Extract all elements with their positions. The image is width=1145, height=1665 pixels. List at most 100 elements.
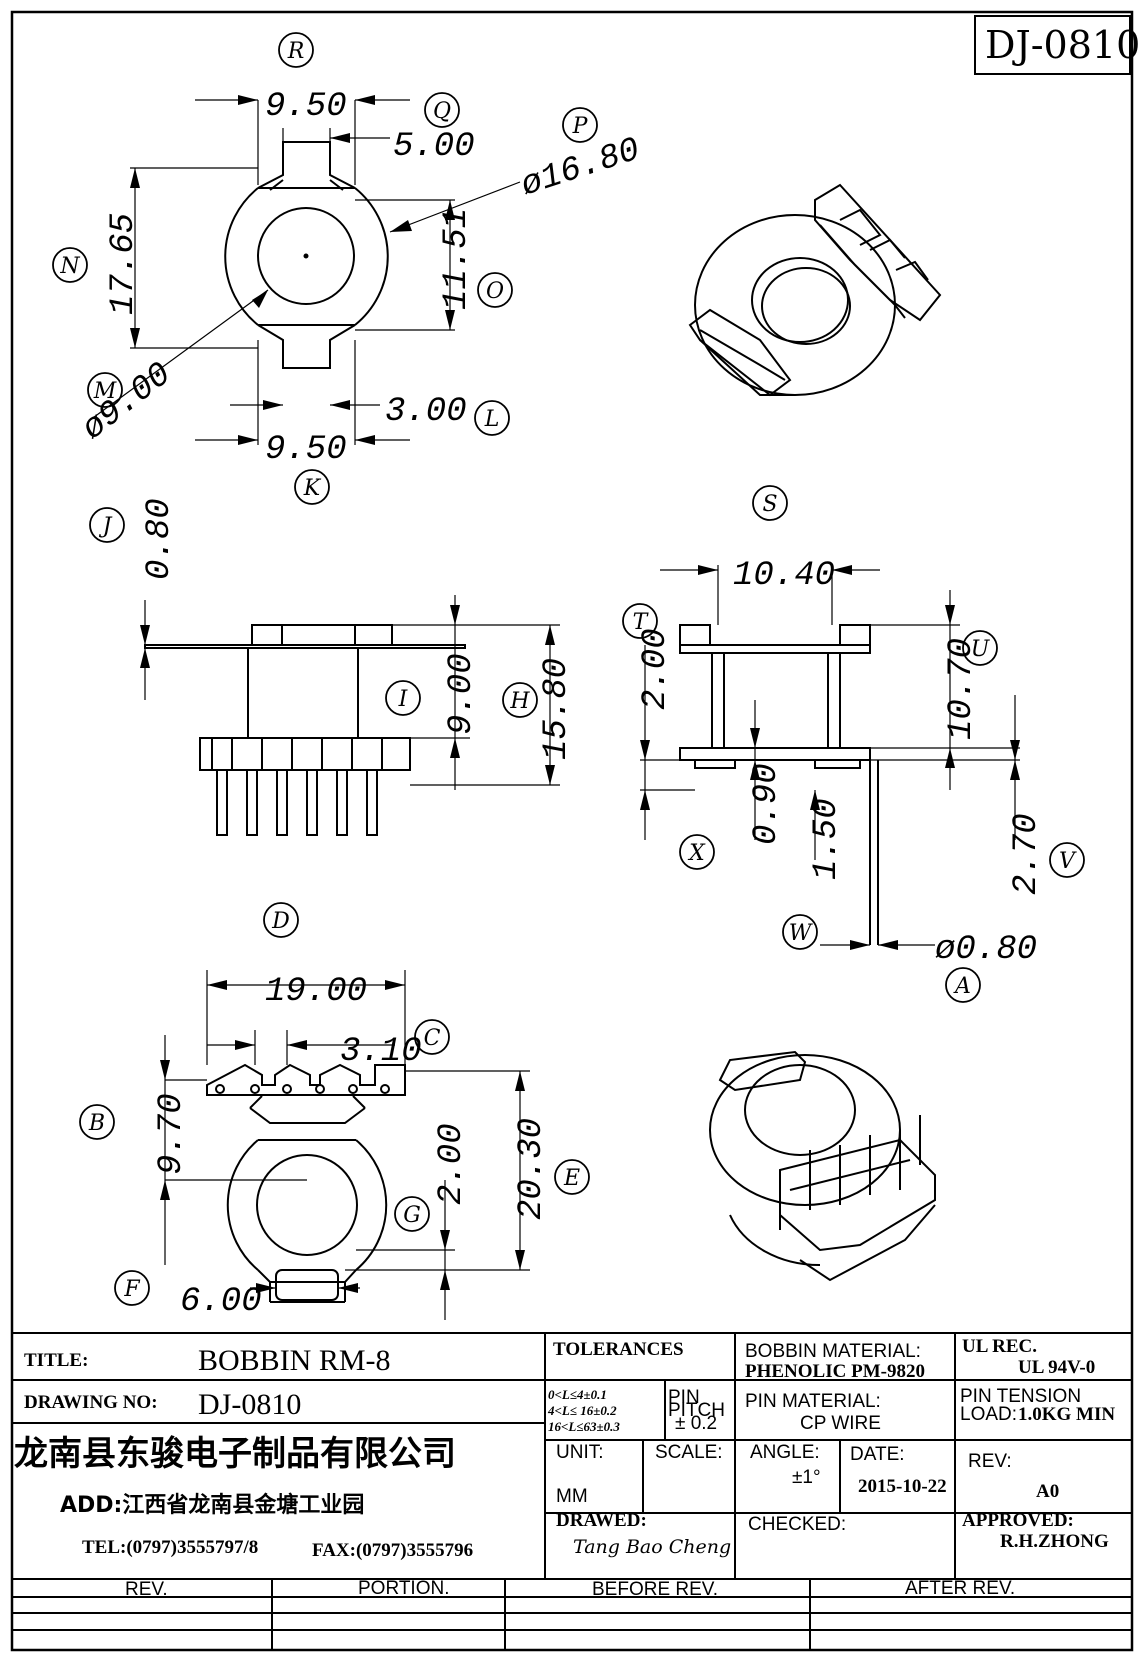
bottom-view-arrows [160,980,525,1293]
bobbin-material-label: BOBBIN MATERIAL: [745,1341,921,1362]
bubble-k: K [303,476,322,501]
iso-view-bottom [709,1050,936,1282]
bubble-l: L [484,407,500,432]
tolerance-3: 16<L≤63±0.3 [548,1419,620,1434]
bubble-i: I [398,687,409,712]
bubble-a: A [953,974,971,999]
dim-total-height: 15.80 [538,658,576,760]
rev-table-before: BEFORE REV. [592,1579,718,1600]
bubble-h: H [509,689,530,714]
drawed-label: DRAWED: [556,1510,647,1531]
pin-material-value: CP WIRE [800,1413,881,1434]
top-view-arrows [130,95,455,445]
dim-pin-dia: ø0.80 [935,931,1037,969]
rev-table-portion: PORTION. [358,1578,450,1599]
pin-pitch-value: ± 0.2 [675,1413,717,1434]
approved-value: R.H.ZHONG [1000,1531,1109,1552]
company-address: ADD:江西省龙南县金塘工业园 [60,1492,364,1518]
dim-bottom-width: 9.50 [265,431,347,469]
section-view [640,565,1020,946]
bubble-v: V [1059,849,1077,874]
bubble-x: X [687,841,706,866]
drawed-value: Tang Bao Cheng [573,1536,731,1558]
bubble-c: C [424,1026,441,1051]
rev-label: REV: [968,1451,1012,1472]
angle-label: ANGLE: [750,1442,820,1463]
dim-top-slot: 5.00 [393,128,475,166]
approved-label: APPROVED: [962,1510,1074,1531]
dim-section-width: 10.40 [733,557,835,595]
dim-height: 17.65 [105,213,143,315]
side-view [144,595,560,836]
tolerances-label: TOLERANCES [553,1339,684,1360]
bubble-q: Q [433,99,451,124]
bottom-view [164,970,530,1320]
bubble-n: N [59,254,80,279]
date-value: 2015-10-22 [858,1476,947,1497]
unit-label: UNIT: [556,1442,604,1463]
section-view-arrows [640,565,1020,950]
bubble-e: E [563,1166,580,1191]
callout-bubbles [52,32,1085,1306]
dim-inner-dia: ø9.00 [75,356,179,449]
pin-pitch-label-1: PIN [668,1387,700,1408]
drawing-no-label: DRAWING NO: [24,1392,158,1413]
bubble-m: M [93,379,117,404]
dim-top-width: 9.50 [265,88,347,126]
rev-table-after: AFTER REV. [905,1578,1015,1599]
top-view [89,99,521,445]
side-view-arrows [140,605,555,785]
bubble-t: T [633,610,650,635]
bubble-b: B [88,1111,105,1136]
dim-pitch: 3.10 [340,1033,422,1071]
dim-pin-row: 9.70 [153,1093,191,1175]
drawing-no-value: DJ-0810 [198,1388,301,1421]
unit-value: MM [556,1486,588,1507]
bubble-s: S [762,492,777,517]
callout-letters: R Q P N O M L K J I H S T U X V W A D C … [59,39,1077,1302]
dim-slot: 2.00 [433,1123,471,1205]
checked-label: CHECKED: [748,1514,846,1535]
bubble-j: J [99,514,113,539]
bubble-u: U [971,637,991,662]
company-name: 龙南县东骏电子制品有限公司 [14,1434,456,1474]
title-label: TITLE: [24,1350,88,1371]
pin-tension-load-label: LOAD: [960,1404,1017,1425]
bubble-d: D [271,909,290,934]
dim-offset-x: 0.90 [748,763,786,845]
company-fax: FAX:(0797)3555796 [312,1540,473,1561]
dim-bottom-width-19: 19.00 [265,973,367,1011]
bubble-r: R [287,39,305,64]
dim-winding-height: 9.00 [443,653,481,735]
pin-pitch-label-2: PITCH [668,1400,725,1421]
date-label: DATE: [850,1444,905,1465]
dim-bottom-slot: 3.00 [385,393,467,431]
scale-label: SCALE: [655,1442,723,1463]
rev-table-rev: REV. [125,1579,168,1600]
title-value: BOBBIN RM-8 [198,1344,391,1377]
tolerance-1: 0<L≤4±0.1 [548,1387,607,1402]
dim-section-height: 10.70 [943,638,981,740]
iso-view-top [688,183,942,397]
company-tel: TEL:(0797)3555797/8 [82,1537,258,1558]
dim-flange: 0.80 [141,498,179,580]
bubble-p: P [572,114,589,139]
ul-rec-label: UL REC. [962,1336,1037,1357]
dim-flange-thk: 2.00 [637,628,675,710]
bubble-o: O [486,279,504,304]
pin-tension-load-value: 1.0KG MIN [1018,1404,1115,1425]
title-block-grid [11,1332,1133,1651]
rev-value: A0 [1036,1481,1059,1502]
angle-value: ±1° [792,1467,821,1488]
dim-inner-flat: 11.51 [438,208,476,310]
dim-pin-length: 2.70 [1008,813,1046,895]
drawing-number-box-text: DJ-0810 [985,23,1140,67]
dim-slot-width: 6.00 [180,1283,262,1321]
ul-rec-value: UL 94V-0 [1018,1357,1095,1378]
tolerance-2: 4<L≤ 16±0.2 [547,1403,617,1418]
bubble-f: F [123,1277,140,1302]
dim-offset-w: 1.50 [808,798,846,880]
pin-tension-label: PIN TENSION [960,1386,1081,1407]
drawing-number-box [974,15,1131,75]
